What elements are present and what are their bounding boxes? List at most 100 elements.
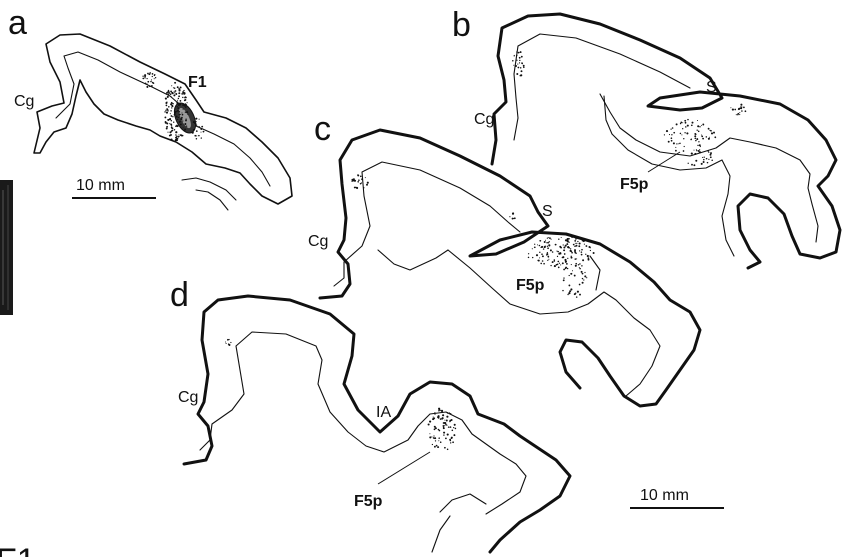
labeled-cell-dot bbox=[702, 138, 704, 140]
labeled-cell-dot bbox=[706, 136, 708, 138]
labeled-cell-dot bbox=[547, 237, 548, 238]
labeled-cell-dot bbox=[569, 242, 570, 243]
labeled-cell-dot bbox=[585, 245, 587, 247]
labeled-cell-dot bbox=[170, 93, 172, 95]
labeled-cell-dot bbox=[577, 291, 579, 293]
labeled-cell-dot bbox=[737, 113, 739, 115]
labeled-cell-dot bbox=[575, 263, 577, 265]
labeled-cell-dot bbox=[584, 275, 586, 277]
panel-a-inner bbox=[56, 52, 270, 186]
labeled-cell-dot bbox=[167, 96, 169, 98]
labeled-cell-dot bbox=[174, 114, 176, 116]
panel-c-outline bbox=[320, 130, 700, 406]
labeled-cell-dot bbox=[584, 244, 585, 245]
labeled-cell-dot bbox=[684, 132, 685, 133]
labeled-cell-dot bbox=[443, 427, 445, 429]
labeled-cell-dot bbox=[539, 257, 540, 258]
labeled-cell-dot bbox=[203, 131, 205, 133]
labeled-cell-dot bbox=[583, 279, 584, 280]
labeled-cell-dot bbox=[559, 263, 560, 264]
labeled-cell-dot bbox=[171, 102, 173, 104]
labeled-cell-dot bbox=[182, 97, 183, 98]
labeled-cell-dot bbox=[518, 67, 520, 69]
labeled-cell-dot bbox=[170, 124, 172, 126]
labeled-cell-dot bbox=[584, 272, 585, 273]
labeled-cell-dot bbox=[575, 243, 576, 244]
labeled-cell-dot bbox=[182, 120, 183, 121]
labeled-cell-dot bbox=[356, 187, 358, 189]
labeled-cell-dot bbox=[703, 161, 705, 163]
labeled-cell-dot bbox=[166, 112, 168, 114]
labeled-cell-dot bbox=[541, 253, 543, 255]
panel-a-scale-label: 10 mm bbox=[76, 177, 125, 194]
labeled-cell-dot bbox=[434, 412, 435, 413]
labeled-cell-dot bbox=[187, 102, 188, 103]
labeled-cell-dot bbox=[173, 103, 174, 104]
labeled-cell-dot bbox=[699, 144, 701, 146]
labeled-cell-dot bbox=[453, 434, 455, 436]
labeled-cell-dot bbox=[540, 247, 541, 248]
labeled-cell-dot bbox=[194, 135, 196, 137]
labeled-cell-dot bbox=[175, 131, 177, 133]
labeled-cell-dot bbox=[444, 447, 446, 449]
labeled-cell-dot bbox=[166, 101, 167, 102]
labeled-cell-dot bbox=[512, 212, 514, 214]
labeled-cell-dot bbox=[146, 86, 148, 88]
labeled-cell-dot bbox=[433, 437, 435, 439]
labeled-cell-dot bbox=[175, 139, 177, 141]
labeled-cell-dot bbox=[165, 110, 166, 111]
labeled-cell-dot bbox=[177, 106, 178, 107]
labeled-cell-dot bbox=[570, 288, 572, 290]
labeled-cell-dot bbox=[182, 114, 184, 116]
labeled-cell-dot bbox=[179, 89, 181, 91]
labeled-cell-dot bbox=[428, 423, 430, 425]
labeled-cell-dot bbox=[528, 257, 530, 259]
labeled-cell-dot bbox=[198, 126, 199, 127]
labeled-cell-dot bbox=[679, 143, 680, 144]
labeled-cell-dot bbox=[548, 244, 550, 246]
labeled-cell-dot bbox=[571, 256, 572, 257]
labeled-cell-dot bbox=[168, 119, 169, 120]
labeled-cell-dot bbox=[695, 160, 697, 162]
labeled-cell-dot bbox=[547, 252, 548, 253]
labeled-cell-dot bbox=[201, 126, 203, 128]
labeled-cell-dot bbox=[542, 255, 544, 257]
labeled-cell-dot bbox=[151, 85, 153, 87]
labeled-cell-dot bbox=[169, 123, 170, 124]
labeled-cell-dot bbox=[566, 263, 568, 265]
labeled-cell-dot bbox=[446, 416, 448, 418]
labeled-cell-dot bbox=[691, 124, 693, 126]
labeled-cell-dot bbox=[519, 60, 520, 61]
labeled-cell-dot bbox=[449, 439, 451, 441]
labeled-cell-dot bbox=[740, 104, 742, 106]
labeled-cell-dot bbox=[175, 100, 176, 101]
labeled-cell-dot bbox=[354, 181, 355, 182]
labeled-cell-dot bbox=[171, 120, 172, 121]
labeled-cell-dot bbox=[351, 179, 353, 181]
labeled-cell-dot bbox=[671, 134, 672, 135]
labeled-cell-dot bbox=[166, 126, 168, 128]
labeled-cell-dot bbox=[574, 245, 576, 247]
labeled-cell-dot bbox=[669, 134, 670, 135]
cropped-bottom-label: F1 bbox=[0, 542, 36, 557]
labeled-cell-dot bbox=[144, 77, 145, 78]
labeled-cell-dot bbox=[146, 78, 147, 79]
labeled-cell-dot bbox=[516, 51, 517, 52]
labeled-cell-dot bbox=[550, 265, 551, 266]
labeled-cell-dot bbox=[192, 132, 194, 134]
labeled-cell-dot bbox=[173, 122, 174, 123]
labeled-cell-dot bbox=[183, 109, 184, 110]
labeled-cell-dot bbox=[587, 255, 589, 257]
labeled-cell-dot bbox=[517, 64, 518, 65]
labeled-cell-dot bbox=[509, 216, 510, 217]
labeled-cell-dot bbox=[568, 238, 569, 239]
labeled-cell-dot bbox=[581, 251, 583, 253]
labeled-cell-dot bbox=[566, 243, 568, 245]
panel-c-sulcus-label: S bbox=[542, 203, 553, 220]
panel-d-outline bbox=[184, 296, 570, 552]
labeled-cell-dot bbox=[710, 130, 712, 132]
labeled-cell-dot bbox=[697, 130, 698, 131]
labeled-cell-dot bbox=[437, 416, 439, 418]
labeled-cell-dot bbox=[558, 238, 559, 239]
labeled-cell-dot bbox=[544, 241, 546, 243]
